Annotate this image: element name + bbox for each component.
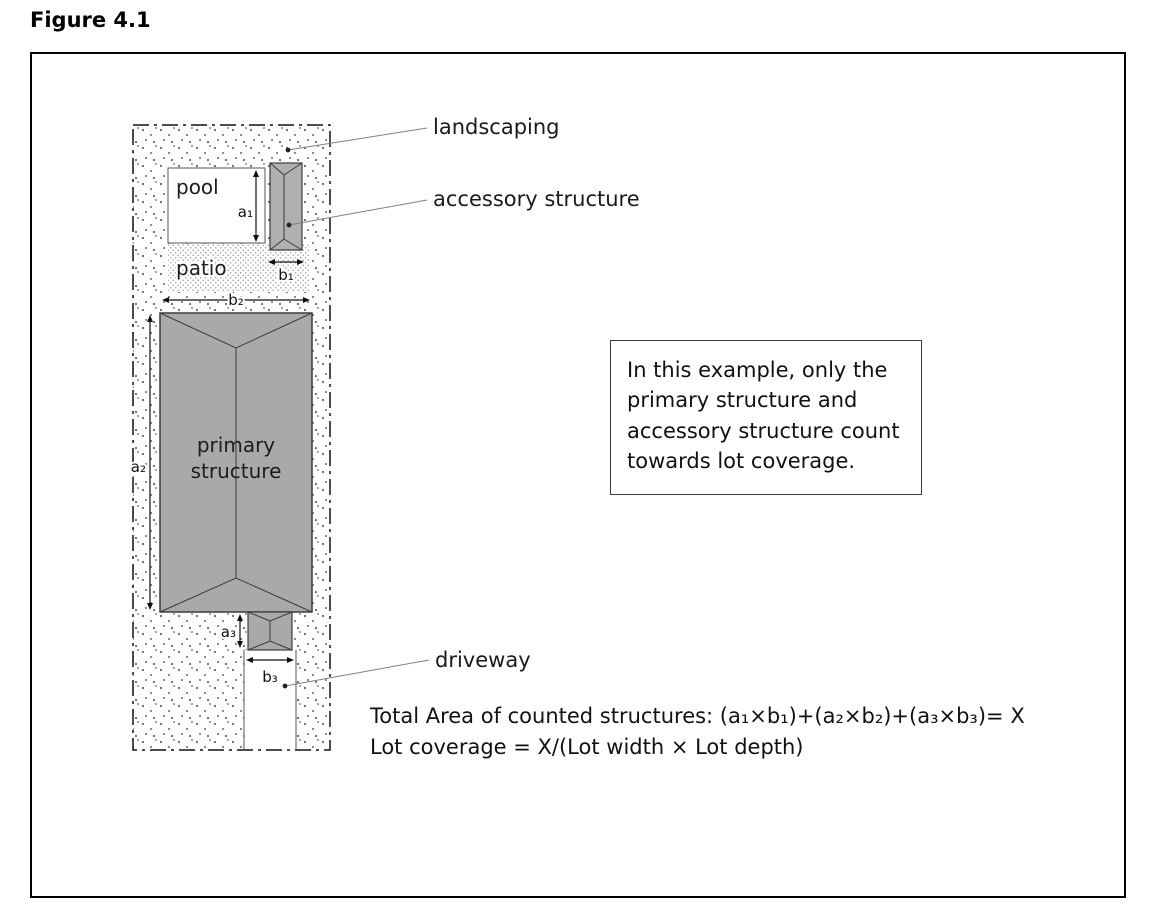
arrowhead-right <box>287 657 294 663</box>
dimension-b2-arrow <box>162 297 310 303</box>
arrowhead-left <box>162 297 169 303</box>
formula-total-area: Total Area of counted structures: (a₁×b₁… <box>370 704 1025 728</box>
primary-structure <box>159 312 313 613</box>
primary-structure-label-line2: structure <box>191 459 282 483</box>
dimension-a1-arrow <box>253 170 259 242</box>
arrowhead-down <box>237 641 243 648</box>
accessory-structure-body <box>269 162 303 251</box>
dimension-a3-label: a₃ <box>221 623 236 641</box>
arrowhead-left <box>268 259 275 265</box>
driveway-leader-line <box>284 659 430 687</box>
accessory-leader-line <box>288 199 428 226</box>
dimension-a2-label: a₂ <box>131 458 146 476</box>
landscaping-leader-dot <box>285 147 291 153</box>
accessory-leader-dot <box>286 222 292 228</box>
accessory-structure-label: accessory structure <box>433 187 640 211</box>
note-text: In this example, only the primary struct… <box>627 358 900 474</box>
arrowhead-down <box>147 603 153 610</box>
lot-boundary <box>132 124 331 751</box>
patio-area <box>168 244 310 292</box>
dimension-b3-arrow <box>246 657 294 663</box>
landscaping-leader-line <box>287 127 428 151</box>
dimension-b1-label: b₁ <box>278 266 294 284</box>
lot-coverage-diagram: a₁ b₁ b₂ a₂ a₃ <box>129 115 640 751</box>
figure-title: Figure 4.1 <box>30 8 151 32</box>
arrowhead-up <box>237 614 243 621</box>
primary-structure-roof-lines <box>159 312 313 613</box>
driveway-leader-dot <box>282 683 288 689</box>
dimension-a3-arrow <box>237 614 243 648</box>
dimension-a2-arrow <box>147 315 153 610</box>
pool-area <box>167 167 266 244</box>
driveway-label: driveway <box>435 648 531 672</box>
driveway-surface <box>244 650 296 749</box>
patio-label: patio <box>176 256 227 280</box>
note-box: In this example, only the primary struct… <box>610 340 922 495</box>
arrowhead-right <box>303 297 310 303</box>
primary-structure-label-line1: primary <box>197 433 275 457</box>
arrowhead-right <box>297 259 304 265</box>
accessory-structure-roof-lines <box>269 162 303 251</box>
dimension-b1-arrow <box>268 259 304 265</box>
dimension-b3-label: b₃ <box>262 668 278 686</box>
entry-structure-roof-lines <box>247 611 293 651</box>
dimension-a1-label: a₁ <box>238 203 253 221</box>
leader-lines <box>284 127 430 687</box>
arrowhead-left <box>246 657 253 663</box>
formula-lot-coverage: Lot coverage = X/(Lot width × Lot depth) <box>370 735 804 759</box>
accessory-structure <box>269 162 303 251</box>
landscaping-label: landscaping <box>433 115 560 139</box>
arrowhead-up <box>147 315 153 322</box>
pool-label: pool <box>176 175 219 199</box>
dimension-b2-label: b₂ <box>228 291 244 309</box>
arrowhead-up <box>253 170 259 177</box>
entry-structure <box>247 611 293 651</box>
arrowhead-down <box>253 235 259 242</box>
driveway-area <box>243 650 297 749</box>
figure-frame: a₁ b₁ b₂ a₂ a₃ <box>30 52 1126 898</box>
